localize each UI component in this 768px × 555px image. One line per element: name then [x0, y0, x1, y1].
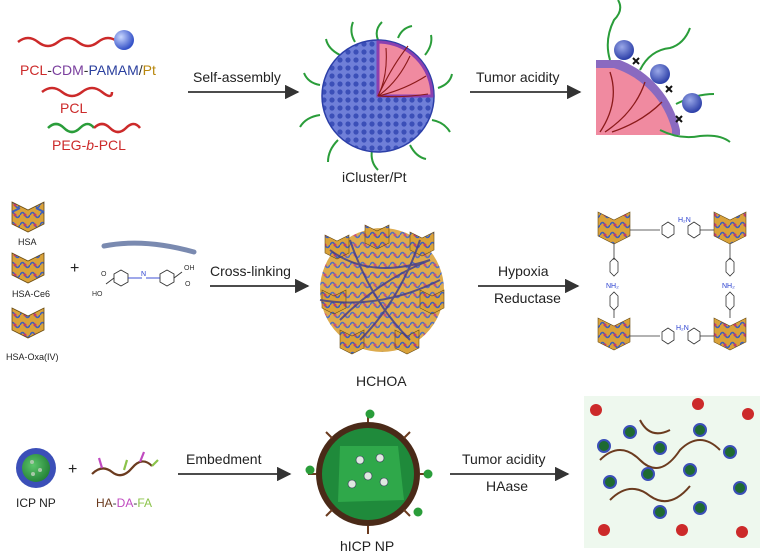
pcl-cdm-pamam-chain: [18, 38, 118, 46]
legend-pt: Pt: [143, 62, 156, 78]
hicp-np-particle: [308, 414, 428, 534]
chem-o1: O: [101, 271, 107, 278]
icp-np-label: ICP NP: [16, 496, 56, 510]
amine-label-4: H₂N: [676, 325, 689, 332]
hchoa-network: [320, 225, 444, 354]
protein-hsa-oxa: [12, 308, 44, 338]
plus-sign-row3: +: [68, 461, 77, 478]
chem-n: N: [141, 271, 146, 278]
amine-label-3: NH₂: [722, 283, 735, 290]
chem-oh: OH: [184, 265, 195, 272]
icluster-particle: [300, 22, 452, 170]
chem-ho: HO: [92, 291, 103, 298]
hicp-np-label: hICP NP: [340, 538, 394, 554]
row1-legend-line2: PCL: [60, 100, 87, 116]
hsa-ce6-label: HSA-Ce6: [12, 289, 50, 299]
protein-hsa: [12, 202, 44, 232]
row3: ICP NP + HA-DA-FA Embedment: [16, 396, 760, 554]
peg-segment: [48, 124, 94, 132]
amine-label-2: NH₂: [606, 283, 619, 290]
linker-chain: [104, 243, 194, 252]
row1-legend-line3: PEG-b-PCL: [52, 137, 126, 153]
pcl-chain: [42, 88, 112, 96]
self-assembly-label: Self-assembly: [193, 69, 281, 85]
reductase-label: Reductase: [494, 290, 561, 306]
icp-np-particle: [16, 448, 56, 488]
hsa-label: HSA: [18, 237, 37, 247]
legend-pamam: PAMAM: [88, 62, 138, 78]
cross-linking-label: Cross-linking: [210, 263, 291, 279]
row2: HSA HSA-Ce6 HSA-Oxa(IV) + HO OH O O N Cr…: [6, 202, 746, 389]
hchoa-label: HCHOA: [356, 373, 407, 389]
legend-cdm: CDM: [52, 62, 84, 78]
tumor-acidity-label-1: Tumor acidity: [476, 69, 560, 85]
hypoxia-label: Hypoxia: [498, 263, 549, 279]
plus-sign-row2: +: [70, 260, 79, 277]
chem-o2: O: [185, 281, 191, 288]
legend-pcl: PCL: [20, 62, 47, 78]
embedment-label: Embedment: [186, 451, 262, 467]
amine-label-1: H₂N: [678, 217, 691, 224]
tumor-acidity-label-2: Tumor acidity: [462, 451, 546, 467]
protein-hsa-ce6: [12, 253, 44, 283]
pamam-sphere: [114, 30, 134, 50]
ha-da-fa-label: HA-DA-FA: [96, 496, 152, 510]
row1: PCL-CDM-PAMAM/Pt PCL PEG-b-PCL Self-asse…: [18, 0, 730, 185]
released-state: [584, 396, 760, 548]
dissociated-proteins: [598, 212, 746, 350]
ha-da-fa-polymer: [92, 452, 158, 475]
release-zoom: [596, 0, 730, 142]
haase-label: HAase: [486, 478, 528, 494]
hsa-oxa-label: HSA-Oxa(IV): [6, 352, 59, 362]
row1-legend-line1: PCL-CDM-PAMAM/Pt: [20, 62, 156, 78]
pcl-segment: [94, 124, 140, 132]
icluster-label: iCluster/Pt: [342, 169, 407, 185]
